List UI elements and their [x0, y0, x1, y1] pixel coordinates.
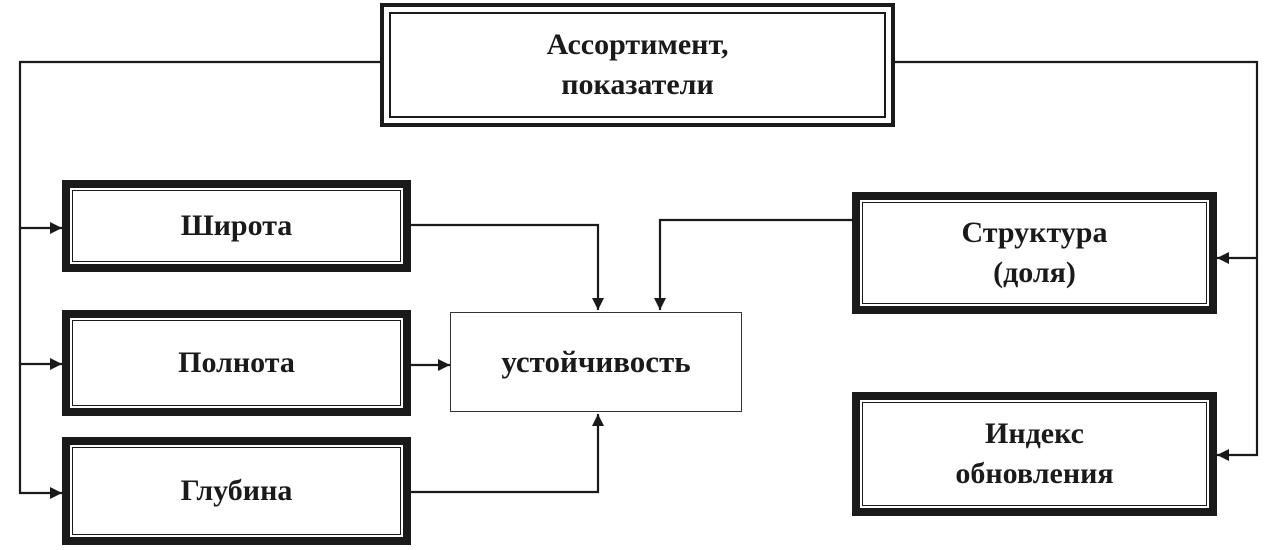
- renewal-index-box: Индекс обновления: [852, 392, 1217, 516]
- edge-assortment-to-renewal: [1217, 258, 1259, 461]
- structure-label: Структура (доля): [961, 215, 1108, 290]
- edge-assortment-to-depth: [18, 364, 62, 499]
- edge-structure-to-stability: [654, 218, 852, 310]
- depth-label: Глубина: [180, 473, 293, 507]
- edge-assortment-to-fullness: [18, 228, 62, 370]
- assortment-indicators-label: Ассортимент, показатели: [546, 27, 729, 102]
- width-label: Широта: [180, 208, 293, 242]
- edge-depth-to-stability: [411, 414, 604, 494]
- edge-width-to-stability: [411, 223, 604, 310]
- edge-assortment-to-structure: [895, 60, 1259, 264]
- assortment-indicators-box: Ассортимент, показатели: [380, 3, 895, 127]
- stability-label: устойчивость: [501, 344, 691, 380]
- depth-box: Глубина: [62, 437, 411, 545]
- structure-box: Структура (доля): [852, 192, 1217, 314]
- fullness-box: Полнота: [62, 310, 411, 416]
- renewal-index-label: Индекс обновления: [955, 416, 1114, 491]
- stability-box: устойчивость: [450, 312, 742, 412]
- edge-assortment-to-width: [18, 60, 380, 234]
- fullness-label: Полнота: [178, 345, 295, 379]
- width-box: Широта: [62, 180, 411, 272]
